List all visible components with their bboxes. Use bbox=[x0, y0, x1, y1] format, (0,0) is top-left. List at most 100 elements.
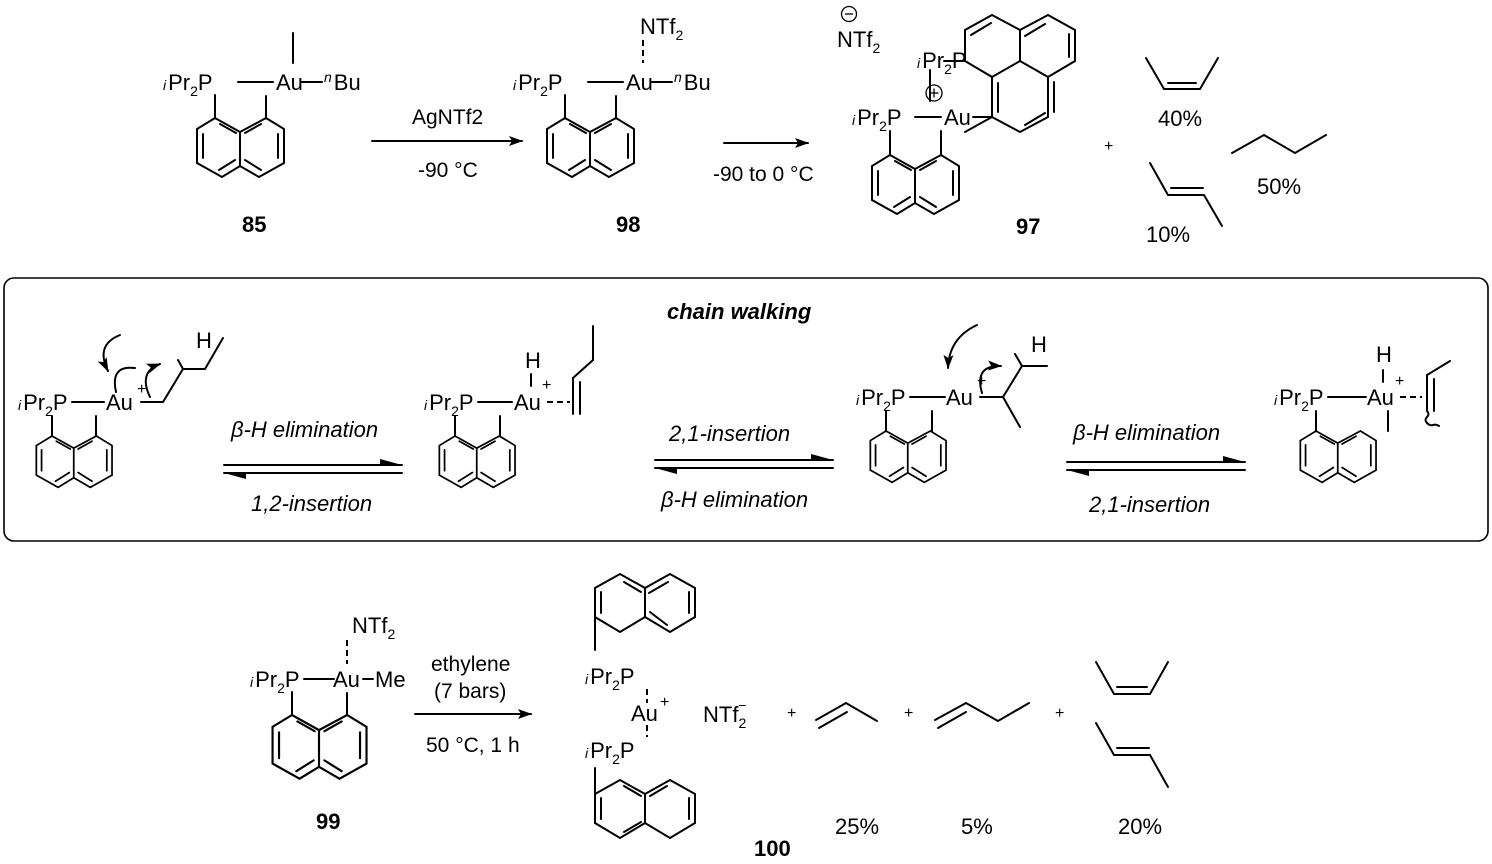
naphthalene-ring bbox=[438, 434, 516, 489]
naphthalene-ring-upper bbox=[964, 13, 1076, 134]
svg-text:Au: Au bbox=[946, 385, 973, 410]
methyl-label: Me bbox=[375, 667, 406, 692]
plus-sign: + bbox=[787, 705, 796, 722]
reaction-arrow-2: -90 to 0 °C bbox=[713, 138, 814, 186]
yield-2-butenes: 20% bbox=[1118, 814, 1162, 839]
ligand-label: iPr2P bbox=[852, 105, 902, 134]
compound-number: 85 bbox=[242, 212, 266, 237]
svg-text:Au: Au bbox=[106, 390, 133, 415]
section-title: chain walking bbox=[667, 299, 812, 324]
svg-text:+: + bbox=[977, 373, 986, 390]
ligand-label-upper: iPr2P bbox=[917, 48, 967, 77]
alkyl-label: nBu bbox=[674, 69, 711, 95]
propene bbox=[815, 701, 878, 729]
axial-ligand-label: NTf2 bbox=[640, 14, 683, 43]
ligand-label: iPr2P bbox=[424, 390, 474, 419]
equilibrium-arrows-3: β-H elimination 2,1-insertion bbox=[1066, 420, 1246, 517]
naphthalene-ring bbox=[35, 434, 113, 489]
svg-text:Au: Au bbox=[514, 390, 541, 415]
yield-1-butene: 5% bbox=[961, 814, 993, 839]
equilibrium-arrows-1: β-H elimination 1,2-insertion bbox=[223, 417, 403, 516]
compound-99: NTf2 iPr2P Au Me 99 bbox=[250, 613, 406, 834]
ligand-label-upper: iPr2P bbox=[585, 664, 635, 693]
yield-cis-2-butene: 40% bbox=[1158, 106, 1202, 131]
naphthalene-ring bbox=[871, 153, 960, 216]
intermediate-alkyl-2: iPr2P Au + H bbox=[856, 324, 1048, 484]
compound-85: iPr2P Au nBu 85 bbox=[163, 32, 361, 237]
metal-label: Au bbox=[626, 70, 653, 95]
compound-number: 98 bbox=[616, 212, 640, 237]
ligand-label: iPr2P bbox=[513, 70, 563, 99]
plus-sign: + bbox=[904, 705, 913, 722]
butane bbox=[1231, 133, 1327, 155]
reverse-label: 2,1-insertion bbox=[1088, 492, 1210, 517]
forward-label: 2,1-insertion bbox=[668, 421, 790, 446]
1-butene bbox=[934, 701, 1030, 729]
cis-2-butene bbox=[1095, 661, 1169, 695]
intermediate-alkyl-1: iPr2P Au + H bbox=[18, 328, 224, 489]
naphthalene-ring bbox=[196, 116, 285, 179]
svg-text:H: H bbox=[525, 348, 541, 373]
counterion-label: NTf2 bbox=[837, 27, 880, 56]
svg-text:Au: Au bbox=[1367, 385, 1394, 410]
svg-text:Au: Au bbox=[631, 701, 658, 726]
compound-number: 99 bbox=[316, 809, 340, 834]
reaction-arrow-1: AgNTf2 -90 °C bbox=[371, 106, 523, 182]
svg-text:H: H bbox=[1031, 332, 1047, 357]
ligand-label: iPr2P bbox=[856, 385, 906, 414]
reagent-label: ethylene bbox=[431, 653, 510, 676]
naphthalene-ring bbox=[869, 429, 947, 484]
chain-walking-box bbox=[3, 277, 1489, 542]
alkyl-label: nBu bbox=[324, 69, 361, 95]
forward-label: β-H elimination bbox=[230, 417, 378, 442]
plus-sign: + bbox=[1055, 705, 1064, 722]
positive-charge-icon bbox=[925, 84, 943, 102]
ligand-label: iPr2P bbox=[18, 390, 68, 419]
axial-ligand-label: NTf2 bbox=[352, 613, 395, 642]
wavy-bond bbox=[1424, 410, 1440, 427]
compound-98: NTf2 iPr2P Au nBu 98 bbox=[513, 14, 711, 237]
svg-text:+: + bbox=[137, 381, 146, 398]
plus-sign: + bbox=[1104, 138, 1113, 155]
naphthalene-ring bbox=[1299, 429, 1377, 484]
svg-text:+: + bbox=[1395, 373, 1404, 390]
yield-trans-2-butene: 10% bbox=[1146, 222, 1190, 247]
yield-propene: 25% bbox=[835, 814, 879, 839]
compound-number: 100 bbox=[754, 836, 791, 861]
reverse-label: 1,2-insertion bbox=[251, 491, 372, 516]
svg-text:H: H bbox=[1376, 342, 1392, 367]
cis-2-butene bbox=[1145, 57, 1219, 90]
trans-2-butene bbox=[1149, 162, 1223, 227]
ligand-label: iPr2P bbox=[163, 70, 213, 99]
compound-number: 97 bbox=[1016, 214, 1040, 239]
ligand-label-lower: iPr2P bbox=[585, 738, 635, 767]
condition-label: -90 to 0 °C bbox=[713, 163, 814, 186]
condition-label: 50 °C, 1 h bbox=[426, 734, 520, 757]
intermediate-hydride-1: iPr2P Au H + bbox=[424, 325, 594, 489]
naphthalene-ring bbox=[271, 713, 368, 780]
compound-97: NTf2 iPr2P iPr2P Au 97 bbox=[837, 5, 1076, 239]
svg-text:+: + bbox=[542, 377, 551, 394]
svg-text:Au: Au bbox=[333, 667, 360, 692]
reverse-label: β-H elimination bbox=[660, 487, 808, 512]
ligand-label: iPr2P bbox=[250, 667, 300, 696]
svg-text:H: H bbox=[196, 328, 212, 353]
trans-2-butene bbox=[1095, 722, 1169, 788]
condition-label: -90 °C bbox=[418, 159, 478, 182]
intermediate-hydride-2: iPr2P Au H + bbox=[1274, 342, 1451, 484]
svg-text:+: + bbox=[660, 694, 669, 711]
pressure-label: (7 bars) bbox=[434, 680, 506, 703]
counterion-label: NTf2− bbox=[703, 697, 746, 731]
naphthalene-ring bbox=[546, 116, 635, 179]
compound-100: iPr2P Au + iPr2P NTf2− 100 bbox=[585, 572, 791, 861]
equilibrium-arrows-2: 2,1-insertion β-H elimination bbox=[654, 421, 834, 512]
reagent-label: AgNTf2 bbox=[412, 106, 483, 129]
yield-butane: 50% bbox=[1257, 174, 1301, 199]
forward-label: β-H elimination bbox=[1072, 420, 1220, 445]
reaction-arrow-3: ethylene (7 bars) 50 °C, 1 h bbox=[414, 653, 532, 757]
negative-charge-icon bbox=[840, 5, 858, 23]
metal-label: Au bbox=[276, 70, 303, 95]
ligand-label: iPr2P bbox=[1274, 385, 1324, 414]
metal-label: Au bbox=[944, 105, 971, 130]
